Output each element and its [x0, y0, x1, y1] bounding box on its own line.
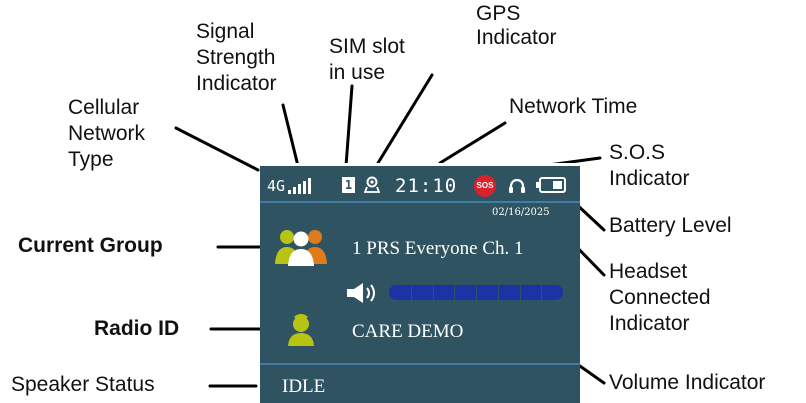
gps-icon — [364, 176, 380, 193]
current-group-name: 1 PRS Everyone Ch. 1 — [352, 238, 524, 259]
callout-speaker-status: Speaker Status — [11, 373, 155, 396]
volume-segment-divider — [497, 285, 499, 300]
callout-network-time: Network Time — [509, 95, 638, 118]
callout-radio-id: Radio ID — [94, 317, 180, 340]
volume-segment-divider — [410, 285, 412, 300]
network-time: 21:10 — [395, 175, 458, 197]
volume-segment-divider — [454, 285, 456, 300]
callout-headset: Headset Connected Indicator — [609, 260, 711, 335]
date-label: 02/16/2025 — [492, 207, 550, 218]
volume-segment-divider — [541, 285, 543, 300]
callout-cellular-network-type: Cellular Network Type — [68, 96, 146, 171]
device-screen: 4G 1 21:10 SOS 02/16/2025 — [260, 163, 580, 403]
callout-volume: Volume Indicator — [609, 371, 766, 394]
network-type: 4G — [267, 177, 286, 195]
callout-sos: S.O.S Indicator — [609, 141, 690, 190]
volume-segment-divider — [432, 285, 434, 300]
leader-gps — [376, 73, 434, 165]
callout-battery-level: Battery Level — [609, 214, 732, 237]
leader-cellular-type — [174, 126, 260, 172]
sim-slot-icon: 1 — [342, 177, 355, 193]
radio-id-icon — [288, 314, 314, 346]
status-bar: 4G 1 21:10 SOS — [260, 166, 580, 203]
callout-signal-strength: Signal Strength Indicator — [196, 20, 277, 95]
volume-segment-divider — [519, 285, 521, 300]
headset-icon — [509, 178, 525, 193]
signal-strength-icon — [288, 178, 311, 194]
group-icon — [275, 230, 327, 266]
screen-divider — [260, 363, 580, 365]
volume-bar — [389, 285, 563, 300]
radio-id-name: CARE DEMO — [352, 321, 464, 342]
leader-network-time — [438, 121, 507, 165]
volume-segment-divider — [476, 285, 477, 300]
leader-signal-strength — [281, 103, 300, 168]
leader-sim-slot — [344, 84, 354, 168]
callout-current-group: Current Group — [18, 234, 163, 257]
speaker-volume-icon — [347, 283, 375, 303]
sos-icon: SOS — [474, 175, 496, 197]
speaker-status: IDLE — [282, 376, 326, 397]
callout-sim-slot: SIM slot in use — [329, 35, 405, 84]
battery-icon — [536, 177, 566, 193]
callout-gps: GPS Indicator — [476, 5, 557, 49]
